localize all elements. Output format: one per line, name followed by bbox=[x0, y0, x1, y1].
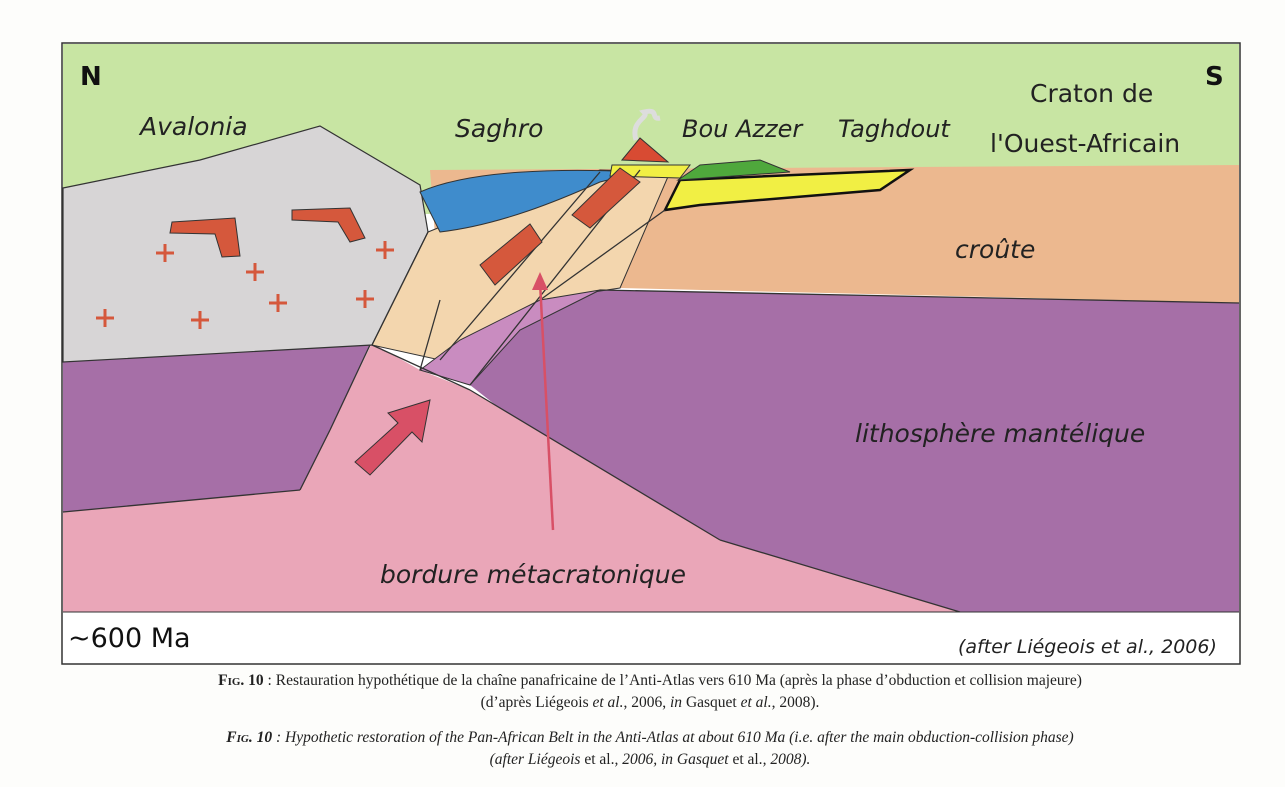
north-label: N bbox=[80, 62, 102, 92]
caption-fr-line1: : Restauration hypothétique de la chaîne… bbox=[264, 672, 1082, 689]
caption-fr-text: et al. bbox=[741, 694, 772, 711]
caption-french: Fig. 10 : Restauration hypothétique de l… bbox=[60, 670, 1240, 714]
caption-fr-text: in bbox=[670, 694, 682, 711]
croute-label: croûte bbox=[955, 235, 1035, 264]
caption-fr-text: (d’après Liégeois bbox=[481, 694, 593, 711]
caption-en-text: et al. bbox=[584, 751, 614, 768]
craton-label-line1: Craton de bbox=[1030, 79, 1153, 108]
caption-fr-text: , 2006, bbox=[624, 694, 671, 711]
caption-en-text: et al. bbox=[732, 751, 762, 768]
caption-en-text: (after Liégeois bbox=[490, 751, 585, 768]
caption-english: Fig. 10 : Hypothetic restoration of the … bbox=[60, 727, 1240, 771]
bordure-label: bordure métacratonique bbox=[380, 560, 686, 589]
credit-label: (after Liégeois et al., 2006) bbox=[958, 636, 1217, 658]
craton-label-line2: l'Ouest-Africain bbox=[990, 129, 1180, 158]
south-label: S bbox=[1205, 62, 1224, 92]
bou-azzer-label: Bou Azzer bbox=[682, 115, 804, 143]
caption-fr-text: , 2008). bbox=[772, 694, 820, 711]
caption-fr-text: Gasquet bbox=[682, 694, 741, 711]
caption-fr-text: et al. bbox=[593, 694, 624, 711]
caption-en-figno: Fig. 10 bbox=[226, 729, 272, 746]
caption-en-text: , 2006, in Gasquet bbox=[614, 751, 732, 768]
taghdout-label: Taghdout bbox=[838, 115, 951, 143]
avalonia-label: Avalonia bbox=[138, 112, 248, 141]
caption-fr-figno: Fig. 10 bbox=[218, 672, 264, 689]
lithosphere-label: lithosphère mantélique bbox=[855, 419, 1145, 448]
saghro-label: Saghro bbox=[455, 114, 543, 143]
caption-en-line1: : Hypothetic restoration of the Pan-Afri… bbox=[272, 729, 1074, 746]
age-label: ~600 Ma bbox=[68, 623, 191, 654]
caption-en-text: , 2008). bbox=[763, 751, 811, 768]
